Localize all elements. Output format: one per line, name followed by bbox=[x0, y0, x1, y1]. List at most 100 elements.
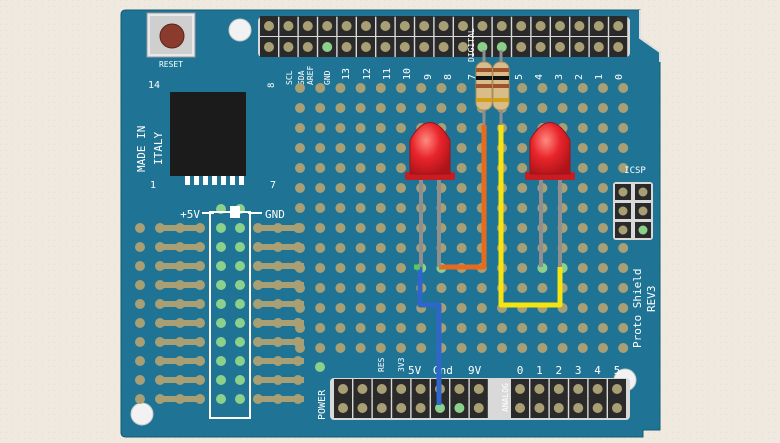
pad bbox=[598, 323, 608, 333]
pad bbox=[456, 303, 467, 313]
header-pin bbox=[454, 403, 465, 413]
pad bbox=[335, 163, 346, 173]
pad bbox=[135, 261, 145, 271]
pad bbox=[577, 143, 588, 153]
header-pin bbox=[415, 403, 426, 413]
pad bbox=[517, 283, 528, 293]
pad bbox=[355, 323, 366, 333]
pad bbox=[396, 163, 406, 173]
pad bbox=[436, 103, 447, 113]
pad bbox=[315, 103, 326, 113]
pad bbox=[517, 83, 528, 93]
chip-leg bbox=[230, 176, 235, 185]
pad bbox=[416, 103, 427, 113]
header-pin bbox=[419, 21, 430, 31]
pad bbox=[476, 343, 487, 353]
pad bbox=[375, 323, 386, 333]
pad bbox=[598, 103, 608, 113]
reset-button[interactable] bbox=[146, 12, 196, 58]
pad bbox=[618, 263, 629, 273]
chip-leg bbox=[203, 176, 208, 185]
resistors bbox=[475, 50, 510, 125]
digital-pin-label: 13 bbox=[341, 68, 352, 80]
pad bbox=[456, 203, 467, 213]
pad bbox=[375, 263, 386, 273]
pad bbox=[293, 356, 303, 366]
pad bbox=[456, 223, 467, 233]
power-led-pad bbox=[315, 362, 325, 372]
pad bbox=[517, 243, 528, 253]
pad bbox=[273, 337, 283, 347]
pad bbox=[195, 280, 205, 290]
pad bbox=[396, 83, 406, 93]
pad bbox=[476, 283, 487, 293]
pad bbox=[335, 303, 346, 313]
atmega-chip bbox=[170, 92, 246, 185]
resistor-band bbox=[476, 76, 492, 80]
pad bbox=[577, 183, 588, 193]
pad bbox=[195, 299, 205, 309]
pad bbox=[598, 223, 608, 233]
mounting-hole bbox=[228, 18, 252, 42]
pad bbox=[598, 143, 608, 153]
pad bbox=[577, 263, 588, 273]
pad bbox=[293, 280, 303, 290]
pad bbox=[293, 394, 303, 404]
digital-pin-label: 2 bbox=[574, 74, 585, 80]
header-pin bbox=[593, 42, 604, 52]
pad bbox=[577, 243, 588, 253]
resistor-band bbox=[493, 98, 509, 102]
header-pin bbox=[613, 21, 624, 31]
pad bbox=[375, 303, 386, 313]
pad bbox=[293, 223, 303, 233]
rail-pad-gnd bbox=[235, 242, 245, 252]
pad bbox=[517, 163, 528, 173]
header-pin bbox=[458, 42, 468, 52]
digital-pin-label: SDA bbox=[297, 70, 306, 85]
left-pad-block bbox=[135, 204, 304, 404]
pad bbox=[175, 356, 185, 366]
resistor-band bbox=[476, 68, 492, 72]
rail-pad-5v bbox=[216, 242, 226, 252]
pad bbox=[355, 263, 366, 273]
pad bbox=[618, 143, 629, 153]
pad bbox=[295, 163, 305, 173]
rail-pad-gnd bbox=[235, 223, 245, 233]
pad bbox=[375, 123, 386, 133]
pad bbox=[456, 143, 467, 153]
icsp-pin bbox=[638, 225, 648, 235]
digital-header bbox=[258, 16, 630, 57]
header-pin bbox=[477, 42, 488, 52]
header-pin bbox=[555, 21, 565, 31]
rail-pad-gnd bbox=[235, 299, 245, 309]
header-pin bbox=[380, 42, 391, 52]
pad bbox=[375, 83, 386, 93]
pad bbox=[175, 280, 185, 290]
pad bbox=[396, 243, 406, 253]
pad bbox=[315, 203, 326, 213]
header-pin bbox=[612, 403, 622, 413]
pad bbox=[273, 356, 283, 366]
icsp-pin bbox=[618, 206, 628, 216]
pad bbox=[175, 223, 185, 233]
pad bbox=[293, 375, 303, 385]
header-pin bbox=[438, 21, 449, 31]
pad bbox=[335, 103, 346, 113]
pad bbox=[295, 143, 305, 153]
pad bbox=[195, 318, 205, 328]
pad bbox=[375, 203, 386, 213]
header-pin bbox=[496, 21, 507, 31]
digital-pin-label: 8 bbox=[443, 74, 454, 80]
pad bbox=[598, 303, 608, 313]
digital-pin-label: 10 bbox=[402, 68, 413, 80]
pad bbox=[497, 343, 507, 353]
header-pin bbox=[399, 21, 410, 31]
analog-pin-label: 0 bbox=[517, 364, 524, 377]
header-pin bbox=[302, 42, 313, 52]
icsp-header bbox=[613, 182, 653, 240]
pad bbox=[456, 323, 467, 333]
pad bbox=[335, 343, 346, 353]
header-pin bbox=[593, 21, 604, 31]
header-pin bbox=[415, 384, 426, 394]
header-pin bbox=[555, 42, 565, 52]
